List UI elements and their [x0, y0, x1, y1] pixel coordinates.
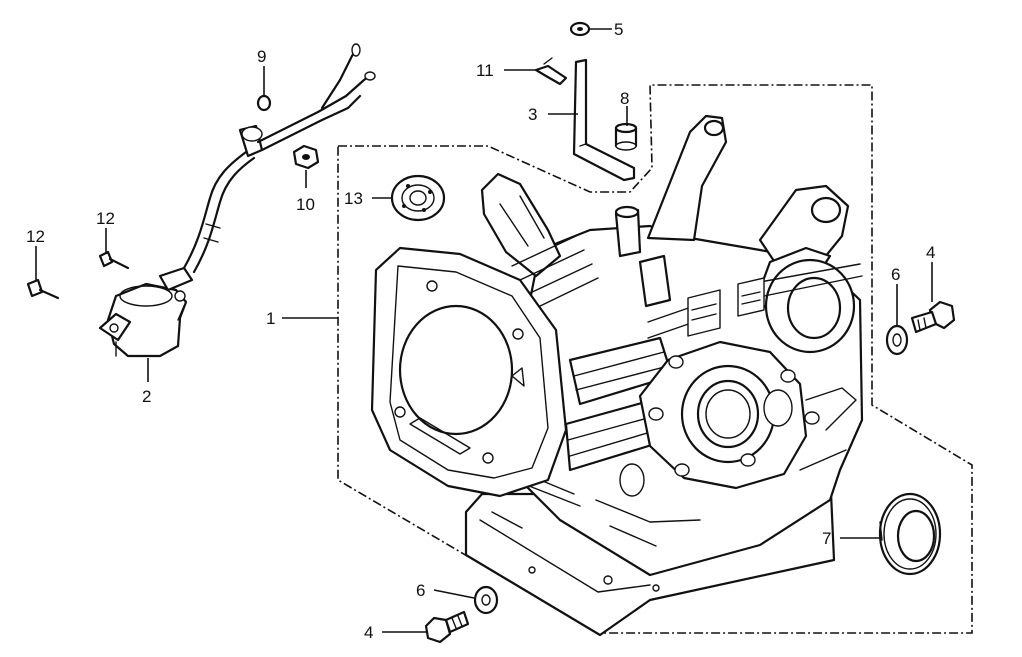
bolt-4-bottom	[424, 610, 470, 644]
washer-6-bottom	[473, 585, 499, 615]
grommet	[614, 122, 638, 151]
callout-12-right: 12	[96, 209, 115, 228]
callout-8: 8	[620, 89, 629, 108]
callout-9: 9	[257, 47, 266, 66]
callout-5: 5	[614, 20, 623, 39]
nut-10	[292, 144, 320, 170]
callout-1: 1	[266, 309, 275, 328]
crankcase-block	[370, 114, 864, 637]
callout-11: 11	[476, 61, 494, 80]
oil-seal-7	[878, 492, 942, 576]
callout-6-right: 6	[891, 265, 900, 284]
callout-13: 13	[344, 189, 363, 208]
washer-6-right	[885, 324, 909, 356]
bolt-12-right	[98, 250, 130, 270]
callout-7: 7	[822, 529, 831, 548]
callout-3: 3	[528, 105, 537, 124]
callout-12-left: 12	[26, 227, 45, 246]
bolt-4-right	[910, 300, 956, 334]
oil-sensor	[98, 266, 194, 358]
washer-9	[256, 94, 272, 112]
callout-2: 2	[142, 387, 151, 406]
washer-top	[569, 21, 591, 37]
bearing-13	[390, 174, 446, 222]
callout-4-right: 4	[926, 243, 935, 262]
bolt-12-left	[26, 278, 60, 300]
leader-lines	[35, 28, 933, 633]
callout-10: 10	[296, 195, 315, 214]
stay-bracket	[572, 58, 636, 182]
sensor-wire-harness	[182, 43, 376, 274]
callout-6-bottom: 6	[416, 581, 425, 600]
wire-clip	[534, 57, 568, 86]
callout-4-bottom: 4	[364, 623, 373, 642]
